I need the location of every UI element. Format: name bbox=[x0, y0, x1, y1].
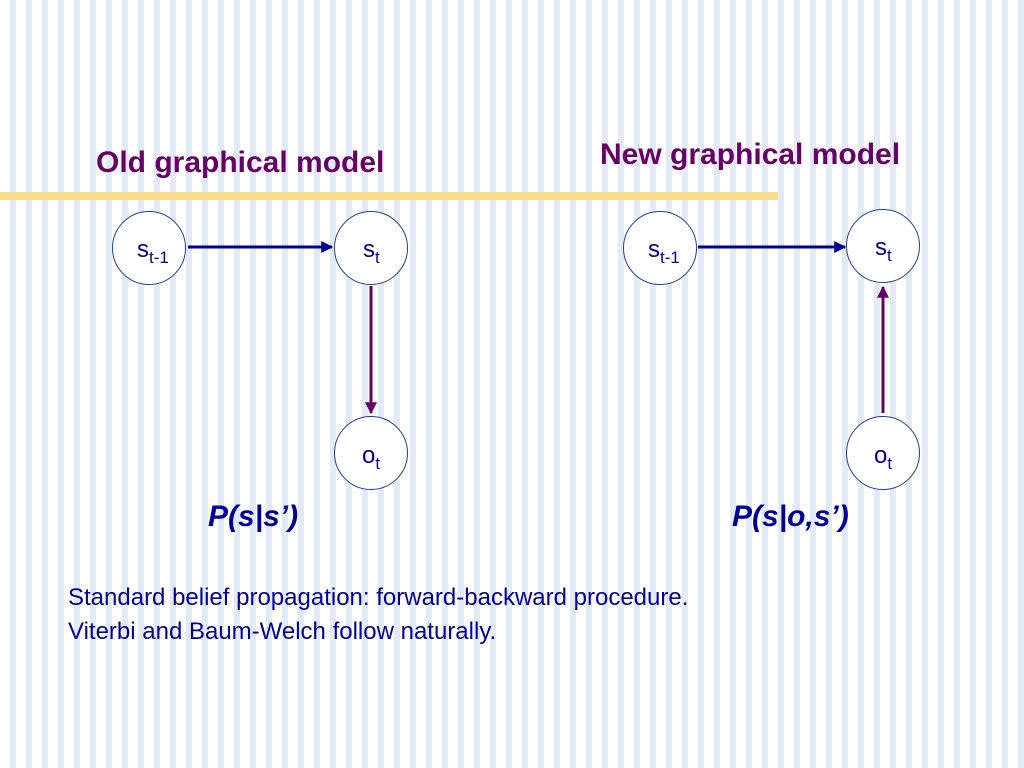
old-model-formula: P(s|s’) bbox=[208, 500, 299, 533]
new-model-formula: P(s|o,s’) bbox=[732, 500, 849, 533]
node-base: s bbox=[648, 236, 660, 263]
node-base: o bbox=[874, 442, 888, 469]
note-line-2: Viterbi and Baum-Welch follow naturally. bbox=[68, 618, 497, 645]
node-subscript: t bbox=[375, 248, 380, 267]
old-model-title: Old graphical model bbox=[96, 146, 385, 179]
old-node-prev-state: st-1 bbox=[112, 211, 186, 285]
node-base: s bbox=[137, 236, 149, 263]
new-node-observation: ot bbox=[846, 416, 920, 490]
node-base: o bbox=[362, 442, 376, 469]
node-base: s bbox=[363, 236, 375, 263]
node-subscript: t bbox=[887, 246, 892, 265]
old-node-observation: ot bbox=[334, 416, 408, 490]
node-subscript: t-1 bbox=[660, 248, 680, 267]
node-subscript: t bbox=[887, 454, 893, 473]
new-model-title: New graphical model bbox=[600, 138, 901, 171]
divider-rule bbox=[0, 192, 778, 200]
new-node-prev-state: st-1 bbox=[623, 211, 697, 285]
old-node-state: st bbox=[334, 211, 408, 285]
node-base: s bbox=[875, 234, 887, 261]
node-subscript: t bbox=[375, 454, 381, 473]
new-node-state: st bbox=[846, 209, 920, 283]
note-line-1: Standard belief propagation: forward-bac… bbox=[68, 584, 689, 611]
node-subscript: t-1 bbox=[149, 248, 169, 267]
